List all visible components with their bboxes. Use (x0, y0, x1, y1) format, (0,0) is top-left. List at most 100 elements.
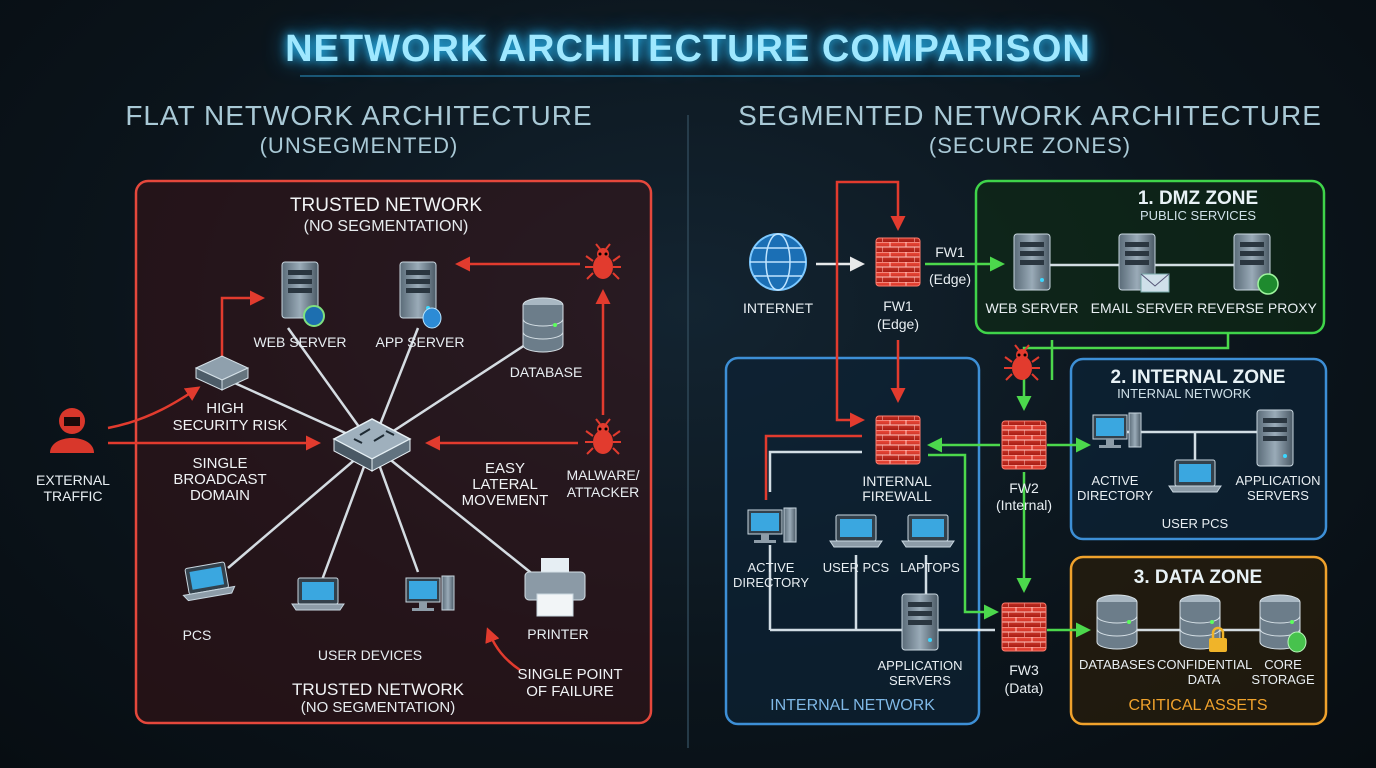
red-path-to-ad (764, 434, 862, 500)
label-web-server: WEB SERVER (253, 334, 347, 350)
label-internet: INTERNET (743, 300, 813, 316)
label-spof-2: OF FAILURE (526, 683, 614, 700)
arrow-router-to-web (220, 290, 265, 358)
central-switch-icon (332, 418, 412, 472)
label-lateral-1: EASY (484, 460, 526, 477)
internal-zone-subtitle: INTERNAL NETWORK (1117, 386, 1251, 401)
label-fw1-role: (Edge) (876, 316, 920, 332)
internal-network-footer: INTERNAL NETWORK (770, 697, 935, 714)
internal-firewall-icon (875, 415, 921, 465)
label-lateral-2: LATERAL (472, 476, 538, 493)
label-dz-conf-1: CONFIDENTIAL (1157, 657, 1253, 672)
storage-green-badge-icon (1287, 631, 1307, 653)
label-in-ad-2: DIRECTORY (732, 575, 810, 590)
arrow-external-to-router (107, 386, 201, 430)
data-zone-title: 3. DATA ZONE (1133, 567, 1263, 588)
page-title: NETWORK ARCHITECTURE COMPARISON (285, 28, 1091, 70)
internet-globe-icon (749, 233, 807, 291)
segmented-subheading: (SECURE ZONES) (928, 133, 1132, 158)
lock-icon (1209, 626, 1227, 652)
label-in-ad-1: ACTIVE (747, 560, 795, 575)
label-fw2: FW2 (1009, 480, 1039, 496)
arrow-to-internal-fw (835, 347, 865, 428)
label-dz-conf-2: DATA (1187, 672, 1221, 687)
label-high-risk-1: HIGH (206, 400, 244, 417)
segmented-heading: SEGMENTED NETWORK ARCHITECTURE (738, 100, 1322, 131)
dmz-web-server-icon (1013, 233, 1051, 291)
link-pcs (227, 444, 373, 569)
iz-application-servers-icon (1256, 409, 1294, 467)
label-fw1-arrow-role: (Edge) (928, 271, 972, 287)
label-dz-core-2: STORAGE (1251, 672, 1315, 687)
label-in-app-2: SERVERS (889, 673, 951, 688)
label-pcs: PCS (182, 627, 212, 643)
proxy-globe-icon (1257, 273, 1279, 295)
arrow-single-point-of-failure (485, 627, 521, 672)
label-in-user-pcs: USER PCS (822, 560, 890, 575)
printer-icon (524, 558, 586, 617)
arrow-bypass-to-fw1 (835, 180, 906, 347)
label-internal-fw-2: FIREWALL (862, 488, 932, 504)
label-fw1: FW1 (883, 298, 913, 314)
label-in-app-1: APPLICATION (877, 658, 963, 673)
internal-zone-box (1069, 357, 1328, 541)
label-iz-user-pcs: USER PCS (1161, 516, 1229, 531)
label-dmz-web-server: WEB SERVER (985, 300, 1079, 316)
link-web-server (286, 327, 374, 446)
label-in-laptops: LAPTOPS (900, 560, 960, 575)
trusted-network-title: TRUSTED NETWORK (289, 195, 483, 216)
in-application-servers-icon (901, 593, 939, 651)
link-printer (371, 444, 541, 581)
database-icon (522, 297, 564, 353)
external-traffic-hacker-icon (50, 408, 94, 453)
dmz-title: 1. DMZ ZONE (1137, 188, 1259, 209)
label-dmz-reverse-proxy: REVERSE PROXY (1197, 300, 1317, 316)
link-user-devices-laptop (320, 444, 374, 581)
data-zone-footer: CRITICAL ASSETS (1128, 697, 1268, 714)
arrow-internal-fw-to-fw3 (928, 453, 999, 620)
label-iz-app-1: APPLICATION (1235, 473, 1321, 488)
label-dmz-email-server: EMAIL SERVER (1090, 300, 1194, 316)
label-external-2: TRAFFIC (43, 488, 103, 504)
trusted-network-subtitle: (NO SEGMENTATION) (303, 218, 469, 235)
label-broadcast-3: DOMAIN (190, 487, 250, 504)
label-external-1: EXTERNAL (36, 472, 110, 488)
label-user-devices: USER DEVICES (317, 647, 423, 663)
label-printer: PRINTER (527, 626, 589, 642)
label-broadcast-1: SINGLE (192, 455, 248, 472)
flat-subheading: (UNSEGMENTED) (259, 133, 459, 158)
int-net-link-ad (768, 450, 862, 492)
label-iz-ad-1: ACTIVE (1091, 473, 1139, 488)
blocked-malware-bug-icon (1003, 344, 1041, 381)
label-internal-fw-1: INTERNAL (862, 473, 932, 489)
label-spof-1: SINGLE POINT (517, 666, 623, 683)
in-laptops-icon (901, 514, 955, 548)
trusted-network-footer-subtitle: (NO SEGMENTATION) (300, 699, 456, 716)
label-malware-1: MALWARE/ (566, 467, 640, 483)
storage-badge-icon (422, 307, 442, 329)
label-malware-2: ATTACKER (566, 484, 640, 500)
internal-zone-title: 2. INTERNAL ZONE (1110, 367, 1286, 388)
label-dz-databases: DATABASES (1078, 657, 1156, 672)
dmz-subtitle: PUBLIC SERVICES (1139, 208, 1257, 223)
label-fw3: FW3 (1009, 662, 1039, 678)
router-icon (194, 355, 250, 391)
iz-user-pcs-icon (1168, 459, 1222, 493)
label-fw1-arrow: FW1 (935, 244, 965, 260)
trusted-network-footer-title: TRUSTED NETWORK (292, 680, 464, 699)
label-dz-core-1: CORE (1264, 657, 1302, 672)
in-user-pcs-icon (829, 514, 883, 548)
label-iz-app-2: SERVERS (1247, 488, 1309, 503)
label-app-server: APP SERVER (375, 334, 465, 350)
flat-heading: FLAT NETWORK ARCHITECTURE (125, 100, 593, 131)
label-fw2-role: (Internal) (995, 497, 1053, 513)
label-fw3-role: (Data) (1004, 680, 1044, 696)
label-database: DATABASE (509, 364, 583, 380)
label-lateral-3: MOVEMENT (461, 492, 549, 509)
fw3-data-firewall-icon (1001, 602, 1047, 652)
dz-databases-icon (1096, 594, 1138, 650)
user-laptop-icon (291, 577, 345, 611)
label-high-risk-2: SECURITY RISK (172, 417, 288, 434)
link-database (371, 343, 526, 447)
